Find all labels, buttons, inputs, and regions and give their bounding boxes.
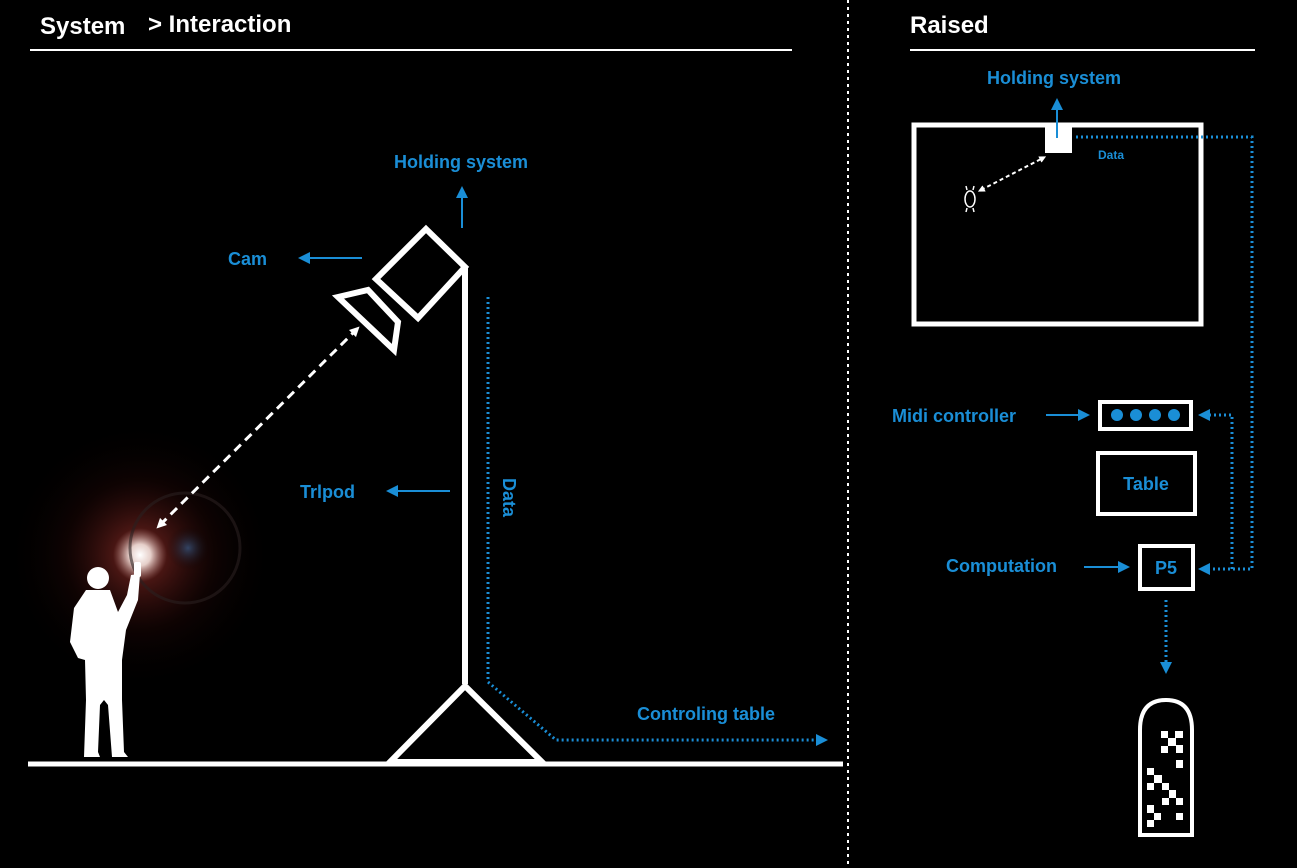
midi-knobs [1111,409,1180,421]
left-title-interaction: > Interaction [148,11,291,38]
label-holding-system-right: Holding system [987,68,1121,88]
label-p5: P5 [1155,558,1177,578]
label-computation: Computation [946,556,1057,576]
data-flow-path [486,297,828,746]
light-glow [5,420,275,690]
tripod [382,268,550,765]
interaction-arrow-top [977,156,1047,192]
camera-icon [331,224,470,357]
label-data-vertical: Data [499,478,519,518]
label-table: Table [1123,474,1169,494]
pixel-pattern [1147,731,1183,827]
data-flow-right [1076,135,1254,575]
room-top-view [911,122,1204,327]
label-midi-controller: Midi controller [892,406,1016,426]
label-cam: Cam [228,249,267,269]
label-tripod: Trlpod [300,482,355,502]
data-flow-to-midi [1198,409,1234,569]
output-display [1138,697,1194,837]
lens-flare-spot [166,526,210,570]
person-silhouette-icon [70,562,141,757]
midi-controller-box [1098,400,1193,431]
p5-box [1138,544,1195,591]
right-title-raised: Raised [910,12,989,39]
camera-top-view [1045,127,1072,153]
table-box [1096,451,1197,516]
person-top-view-icon [964,185,976,213]
label-holding-system: Holding system [394,152,528,172]
label-data-small: Data [1098,148,1124,162]
interaction-arrow [156,326,360,529]
left-title-system: System [40,13,125,40]
label-controlling-table: Controling table [637,704,775,724]
